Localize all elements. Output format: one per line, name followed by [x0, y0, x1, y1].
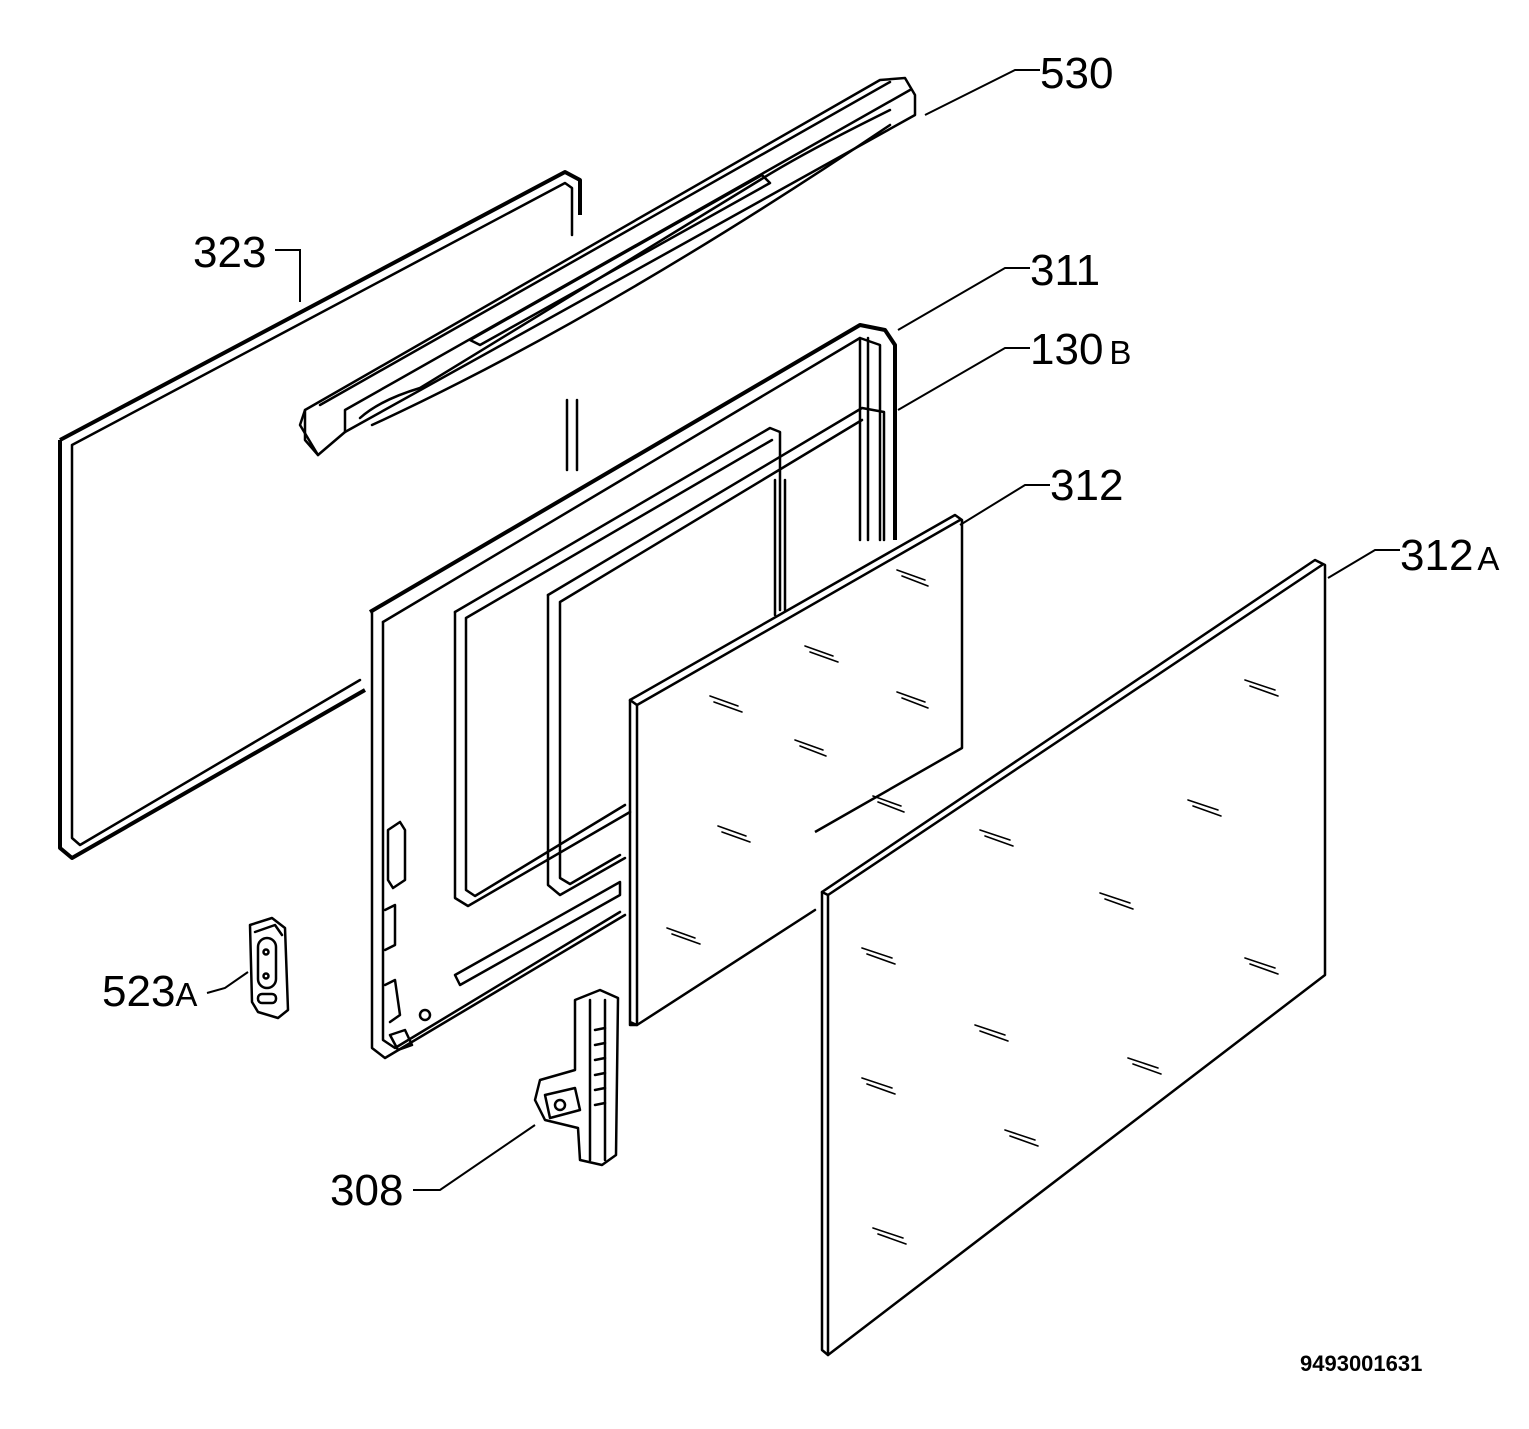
label-311: 311	[1030, 246, 1100, 295]
glass-reflection-marks-outer	[861, 679, 1279, 1245]
leader-lines	[206, 69, 1400, 1191]
part-530-handle	[298, 76, 917, 457]
part-311-inner-frame	[368, 323, 897, 1060]
part-323-door-seal	[58, 170, 582, 860]
glass-reflection-marks	[666, 569, 929, 945]
label-312: 312	[1050, 461, 1123, 510]
part-312a-outer-glass	[820, 558, 1327, 1357]
label-312a-suffix: A	[1477, 540, 1499, 577]
part-523a-hinge-cover	[248, 916, 290, 1020]
part-308-hinge	[533, 988, 620, 1167]
label-312a-number: 312	[1400, 531, 1473, 580]
label-530: 530	[1040, 49, 1113, 98]
label-523a-number: 523	[102, 967, 175, 1016]
label-523a-suffix: A	[175, 976, 197, 1013]
label-323: 323	[193, 228, 266, 277]
label-130b-suffix: B	[1109, 334, 1131, 371]
document-number: 9493001631	[1300, 1351, 1422, 1376]
label-523a: 523A	[102, 967, 197, 1016]
label-130b-number: 130	[1030, 325, 1103, 374]
label-308: 308	[330, 1166, 403, 1215]
part-312-glass-pane	[628, 513, 964, 1027]
